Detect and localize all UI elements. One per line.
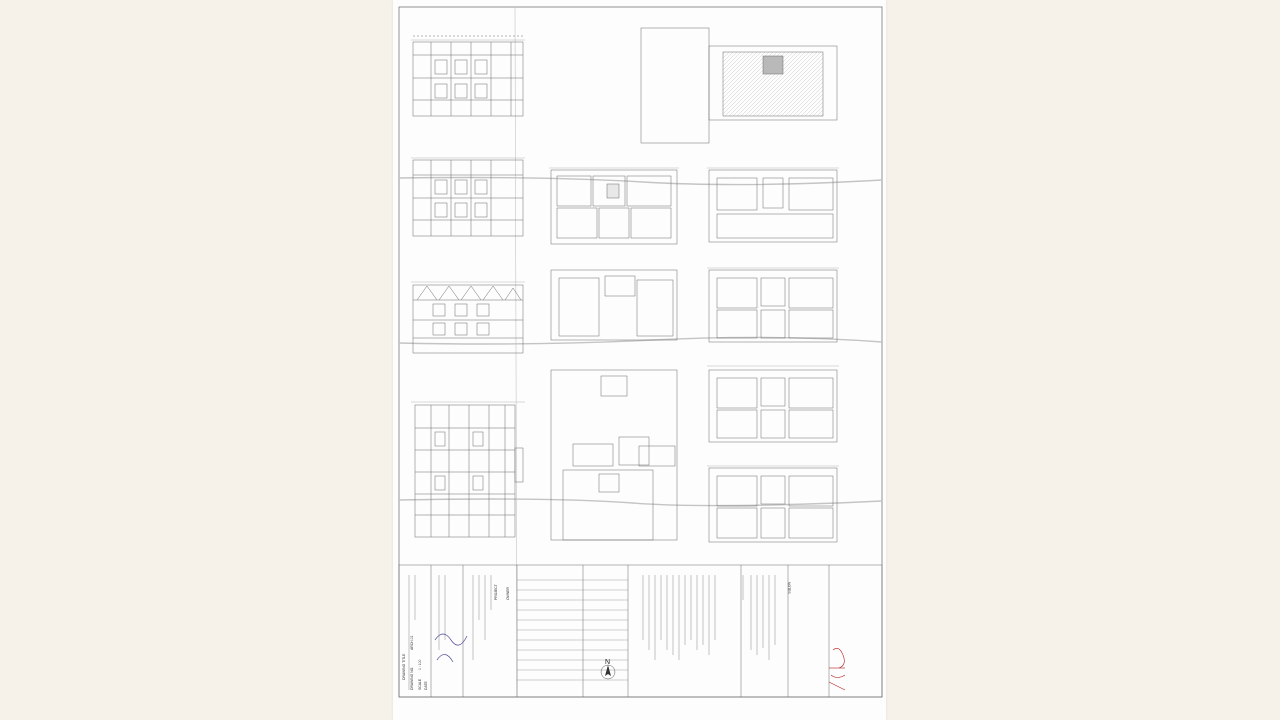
scale-value: 1 : 100 [418,660,422,670]
title-block [398,564,883,698]
north-arrow-icon [600,664,616,680]
project-label: PROJECT [494,584,498,600]
fold-lines [398,6,883,698]
date-label: DATE [424,680,428,690]
north-label: N [605,659,610,666]
right-plans-group [708,45,838,543]
drawing-sheet: N DRAWING TITLE DRAWING NO. ARCH-01 SCAL… [393,0,886,720]
signature-mark [434,633,468,663]
site-plan [550,369,678,541]
architectural-drawing: N DRAWING TITLE DRAWING NO. ARCH-01 SCAL… [398,6,883,698]
section-drawing [414,404,524,538]
notes-label: NOTES [787,582,791,594]
second-floor-plan [708,269,838,343]
third-floor-plan [708,369,838,443]
site-outline [640,27,710,144]
elevation-drawing-3 [412,284,524,354]
first-floor-plan [708,169,838,243]
terrace-plan [708,45,838,121]
scale-label: SCALE [418,678,422,690]
fourth-floor-plan [708,467,838,543]
owner-label: OWNER [506,586,510,600]
middle-plans-group [550,27,710,541]
floor-plan-stilt [550,269,678,341]
stamp-signature [828,648,846,691]
drawing-number-label: DRAWING NO. [410,667,414,690]
floor-plan-ground [550,169,678,245]
drawing-title-label: DRAWING TITLE [402,653,406,680]
elevation-drawing-1 [412,35,524,117]
elevation-drawing-2 [412,159,524,237]
drawing-number: ARCH-01 [410,635,414,650]
dimension-lines [411,39,839,467]
elevations-group [412,35,524,538]
